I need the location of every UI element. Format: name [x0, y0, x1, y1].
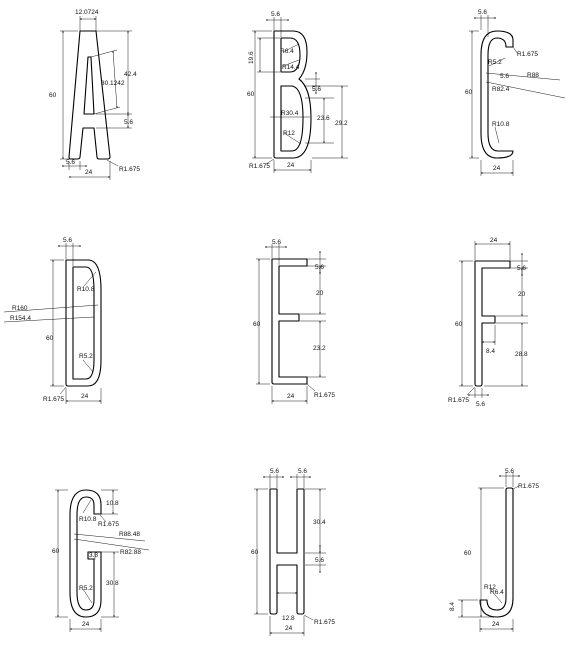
letter-e-drawing: 5.6 5.6 20 60 23.2 R1.675 24: [253, 239, 335, 404]
letter-b-lower-counter: [280, 85, 304, 152]
f-dim-corner-radius: R1.675: [448, 397, 469, 404]
g-dim-lower-height: 30.8: [106, 580, 119, 587]
e-dim-top-bar: 5.6: [315, 264, 324, 271]
d-dim-bowl-radius: R160: [12, 305, 28, 312]
h-dim-crossbar: 5.6: [315, 557, 324, 564]
f-dim-height: 60: [455, 321, 463, 328]
e-dim-upper-gap: 20: [316, 290, 324, 297]
j-dim-stem: 5.6: [505, 468, 514, 475]
c-dim-outer-cut: 5.6: [500, 73, 509, 80]
c-dim-tip-radius: R1.675: [517, 51, 538, 58]
b-dim-stem: 5.6: [271, 11, 280, 18]
f-dim-lower-height: 28.8: [515, 351, 528, 358]
j-dim-inner-hook-radius: R6.4: [490, 589, 504, 596]
g-dim-tip-radius: R1.675: [98, 521, 119, 528]
b-dim-lower-inner-radius: R12: [283, 130, 295, 137]
letter-b-outline: [273, 30, 312, 159]
letter-f-outline: [474, 260, 511, 387]
e-dim-lower-gap: 23.2: [313, 345, 326, 352]
f-dim-stem: 5.6: [476, 401, 485, 408]
b-dim-height: 60: [247, 91, 255, 98]
b-dim-middle-gap: 5.6: [312, 86, 321, 93]
e-dim-stem: 5.6: [272, 239, 281, 246]
b-dim-lower-height: 29.2: [335, 120, 348, 127]
d-dim-width: 24: [81, 393, 89, 400]
d-dim-height: 60: [46, 335, 54, 342]
c-dim-bottom-radius: R10.8: [492, 121, 510, 128]
g-dim-inner-radius: R10.8: [79, 516, 97, 523]
h-dim-right-stem: 5.6: [298, 468, 307, 475]
h-dim-height: 60: [251, 549, 259, 556]
letter-f-drawing: 24 5.6 20 60 8.4 28.8 R1.675 5.6: [448, 237, 528, 408]
g-dim-large-radius: R82.88: [120, 549, 141, 556]
e-dim-width: 24: [287, 393, 295, 400]
letter-a-outline: [68, 30, 111, 160]
j-dim-width: 24: [492, 621, 500, 628]
b-dim-lower-inner-height: 23.6: [317, 115, 330, 122]
b-dim-upper-inner-radius: R14.4: [282, 64, 300, 71]
a-dim-width: 24: [85, 169, 93, 176]
letter-g-drawing: 10.8 R10.8 R1.675 R88.48 R82.88 60 3.8 3…: [52, 489, 150, 632]
letter-d-counter: [72, 266, 95, 380]
letter-b-drawing: 5.6 R6.4 19.6 R14.4 60 5.6 R30.4 23.6 29…: [247, 11, 348, 173]
c-dim-width: 24: [493, 165, 501, 172]
g-dim-bottom-radius: R5.2: [79, 585, 93, 592]
b-dim-upper-bowl-radius: R6.4: [280, 48, 294, 55]
h-dim-counter-width: 12.8: [282, 615, 295, 622]
f-dim-top-bar: 5.6: [517, 265, 526, 272]
letter-a-drawing: 12.0724 60 42.4 30.1242 5.6 5.6 24 R1.67…: [49, 9, 140, 180]
a-dim-diagonal: 30.1242: [101, 80, 125, 87]
d-dim-inner-radius: R5.2: [79, 353, 93, 360]
h-dim-upper-gap: 30.4: [313, 519, 326, 526]
g-dim-width: 24: [82, 621, 90, 628]
a-dim-stem: 5.6: [66, 159, 75, 166]
letter-c-outline: [480, 30, 514, 159]
a-dim-top-width: 12.0724: [75, 9, 99, 16]
letter-b-upper-counter: [280, 37, 301, 73]
e-dim-corner-radius: R1.675: [314, 392, 335, 399]
c-dim-large-radius: R82.4: [492, 86, 510, 93]
a-dim-crossbar: 5.6: [124, 119, 133, 126]
j-dim-tip-radius: R1.675: [518, 483, 539, 490]
h-dim-left-stem: 5.6: [270, 468, 279, 475]
c-dim-height: 60: [465, 89, 473, 96]
b-dim-width: 24: [287, 162, 295, 169]
letter-j-drawing: 5.6 R1.675 60 R12 R6.4 8.4 24: [449, 468, 539, 632]
g-dim-notch: 3.8: [89, 552, 98, 559]
g-dim-height: 60: [52, 548, 60, 555]
h-dim-width: 24: [285, 625, 293, 632]
g-dim-outer-radius: R88.48: [119, 531, 140, 538]
b-dim-corner-radius: R1.675: [249, 163, 270, 170]
a-dim-inner-height: 42.4: [124, 71, 137, 78]
d-dim-outer-radius: R10.8: [77, 286, 95, 293]
c-dim-stem: 5.6: [478, 9, 487, 16]
letter-a-counter: [83, 56, 95, 115]
letter-d-drawing: 5.6 R10.8 R160 R154.4 60 R5.2 R1.675 24: [3, 237, 102, 404]
d-dim-inner-bowl-radius: R154.4: [10, 315, 31, 322]
letter-c-drawing: 5.6 R1.675 R5.2 5.6 R88 R82.4 60 R10.8 2…: [465, 9, 566, 176]
j-dim-hook-radius: R12: [484, 584, 496, 591]
letter-d-outline: [65, 259, 102, 387]
letter-e-outline: [271, 258, 308, 385]
letter-h-outline: [269, 488, 305, 615]
c-dim-inner-radius: R5.2: [488, 59, 502, 66]
f-dim-middle-bar: 8.4: [486, 348, 495, 355]
d-dim-corner-radius: R1.675: [43, 396, 64, 403]
c-dim-outer-radius: R88: [527, 72, 539, 79]
g-dim-upper-drop: 10.8: [106, 500, 119, 507]
letter-h-drawing: 5.6 5.6 30.4 60 5.6 12.8 R1.675 24: [251, 468, 335, 636]
b-dim-lower-outer-radius: R30.4: [281, 110, 299, 117]
f-dim-upper-gap: 20: [518, 291, 526, 298]
e-dim-height: 60: [253, 321, 261, 328]
letter-j-outline: [479, 487, 514, 618]
j-dim-hook-height: 8.4: [449, 602, 456, 611]
d-dim-stem: 5.6: [63, 237, 72, 244]
b-dim-upper-height: 19.6: [248, 51, 255, 64]
a-dim-corner-radius: R1.675: [119, 166, 140, 173]
j-dim-height: 60: [464, 550, 472, 557]
f-dim-width: 24: [490, 237, 498, 244]
a-dim-height: 60: [49, 92, 57, 99]
h-dim-corner-radius: R1.675: [314, 619, 335, 626]
